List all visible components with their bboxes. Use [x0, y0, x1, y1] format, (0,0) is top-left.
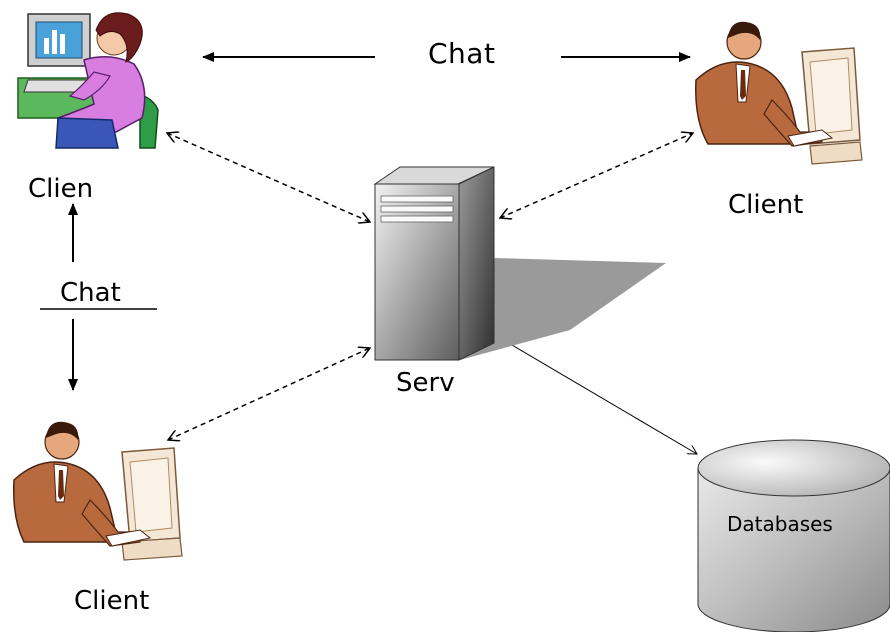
link-client-bl-server: [168, 348, 370, 440]
database-label: Databases: [727, 512, 833, 536]
link-client-tr-server: [500, 133, 693, 218]
woman-at-computer-icon: [17, 12, 159, 149]
client-label-top-left: Clien: [28, 176, 94, 200]
man-at-computer-icon: [12, 421, 183, 561]
server-tower-icon: [373, 166, 666, 361]
link-client-tl-server: [167, 133, 370, 222]
chat-label-left: Chat: [60, 278, 121, 308]
client-label-top-right: Client: [728, 190, 804, 220]
server-label: Serv: [396, 368, 455, 398]
client-label-bottom-left: Client: [74, 586, 150, 616]
database-cylinder-icon: [697, 439, 890, 632]
man-at-computer-icon: [695, 21, 863, 165]
chat-label-top: Chat: [428, 37, 496, 70]
link-server-database: [500, 338, 697, 454]
